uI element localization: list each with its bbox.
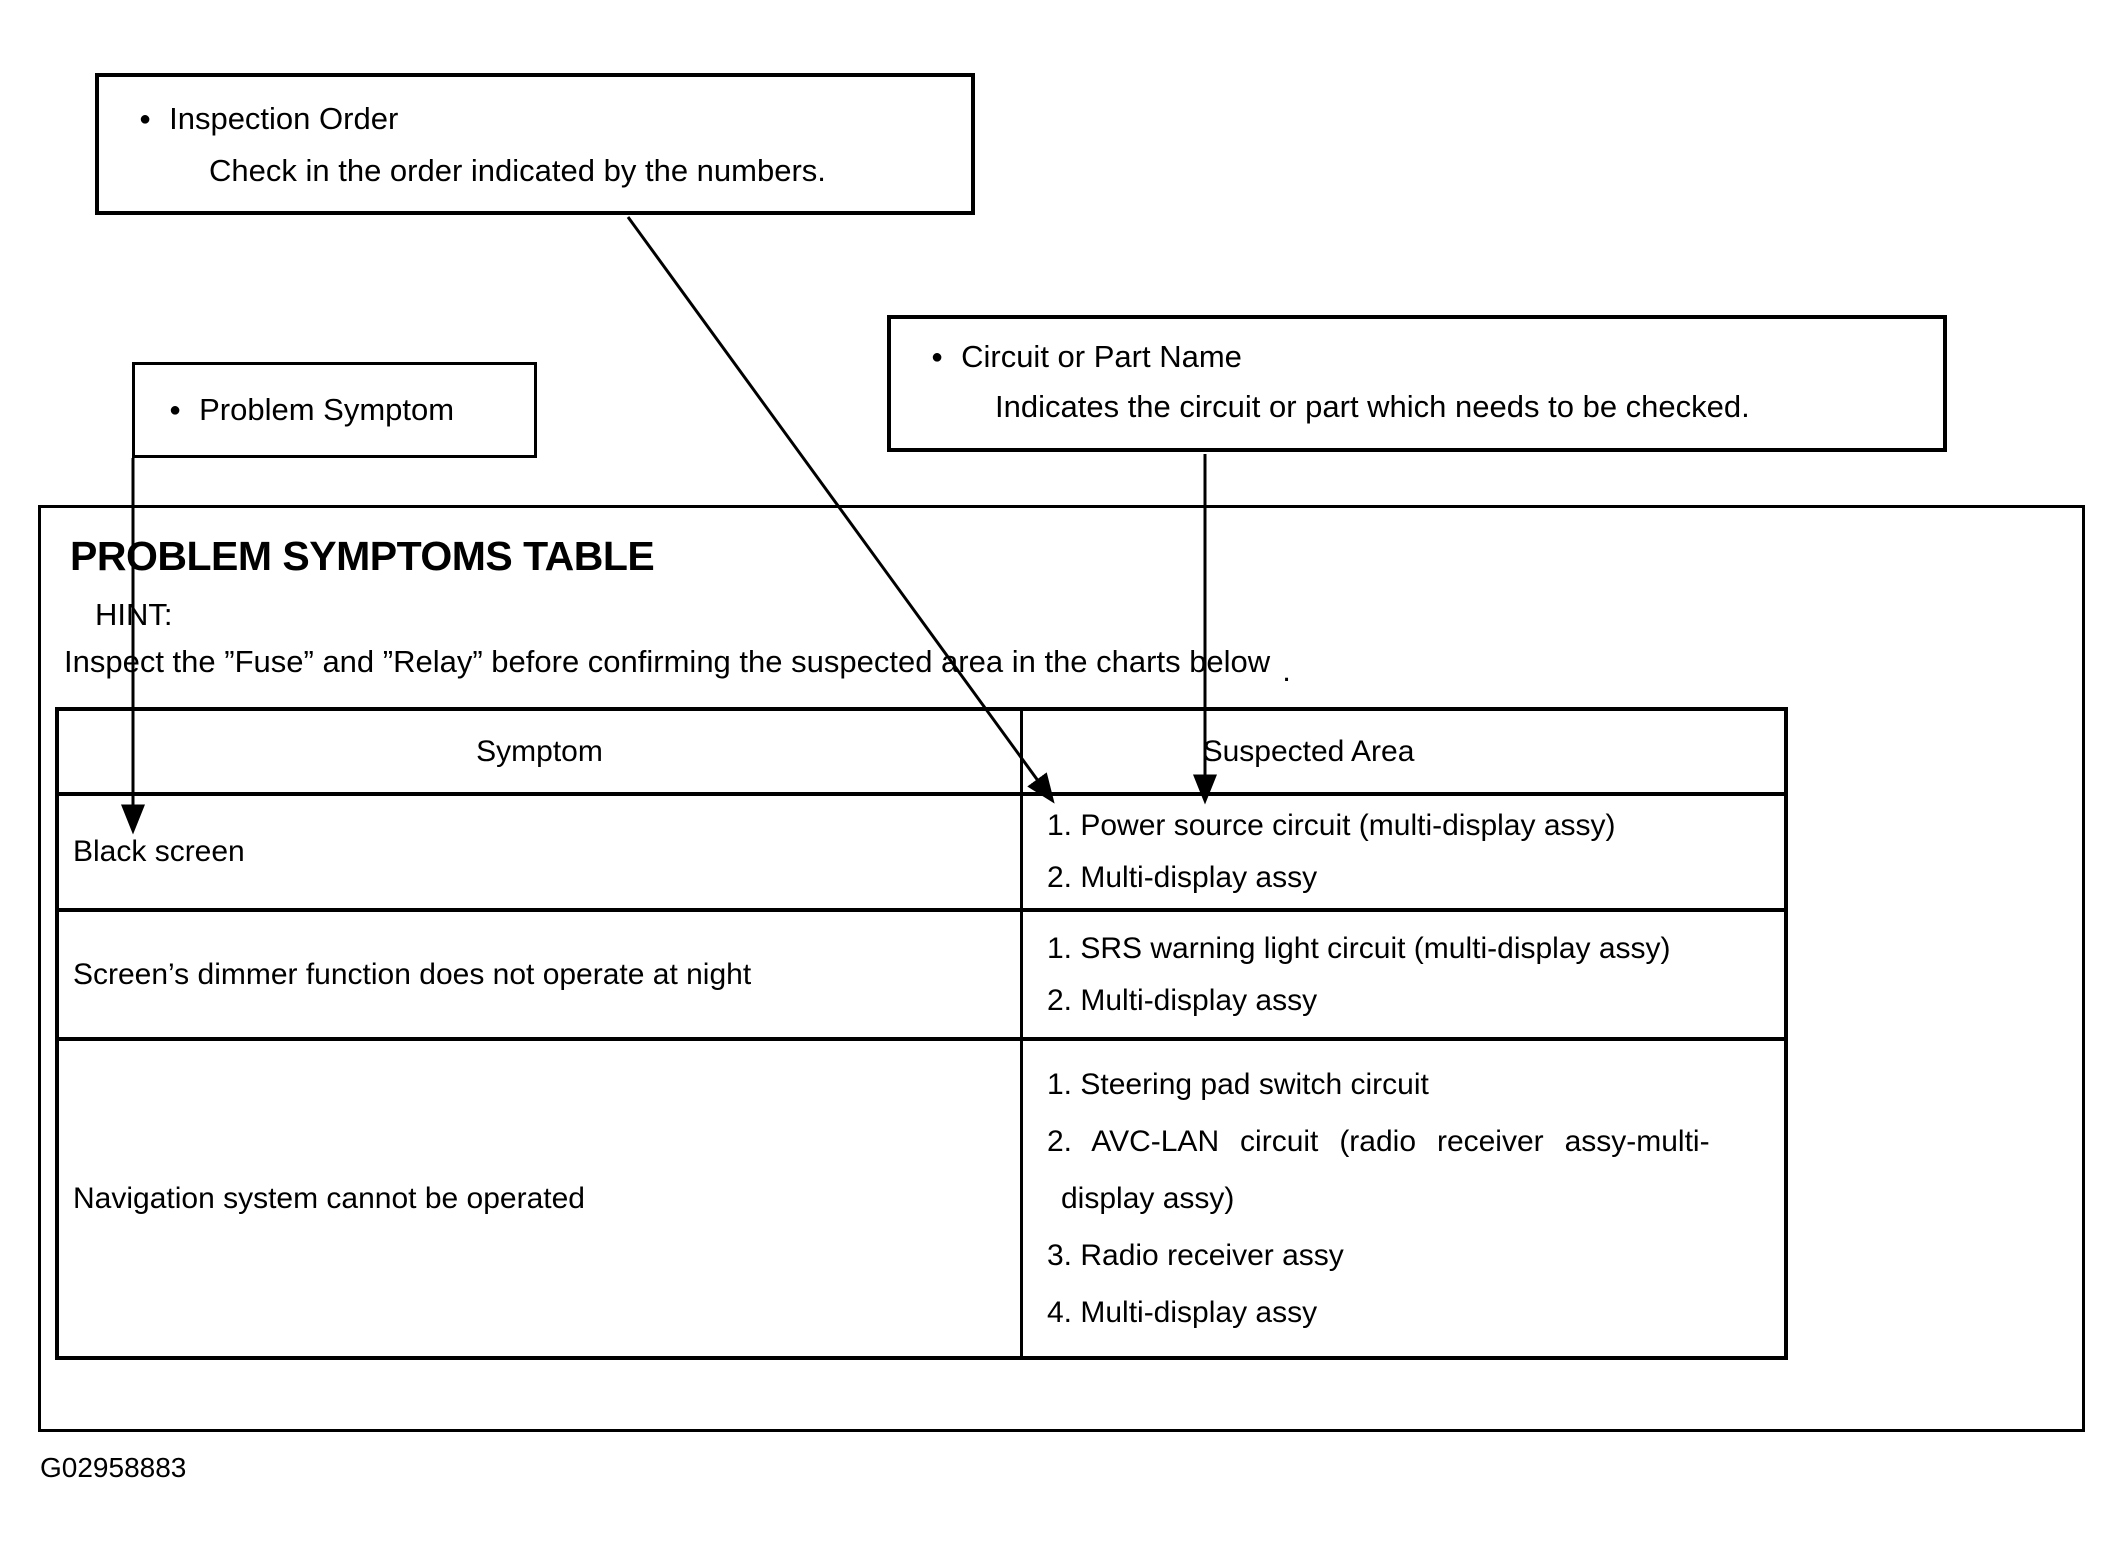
suspected-item: 1. Steering pad switch circuit bbox=[1047, 1068, 1429, 1101]
circuit-title-line: ● Circuit or Part Name bbox=[931, 337, 1943, 377]
suspected-item: 1. SRS warning light circuit (multi-disp… bbox=[1047, 931, 1671, 965]
suspected-item: 2. Multi-display assy bbox=[1047, 983, 1318, 1017]
hint-sentence: Inspect the ”Fuse” and ”Relay” before co… bbox=[64, 644, 1271, 679]
figure-id: G02958883 bbox=[40, 1452, 187, 1483]
problem-symptom-title: Problem Symptom bbox=[199, 392, 455, 427]
inspection-order-title-line: ● Inspection Order bbox=[139, 99, 971, 139]
circuit-title: Circuit or Part Name bbox=[961, 339, 1242, 374]
symptom-cell: Screen’s dimmer function does not operat… bbox=[59, 912, 1023, 1037]
inspection-order-callout: ● Inspection Order Check in the order ind… bbox=[95, 73, 975, 215]
suspected-item: 4. Multi-display assy bbox=[1047, 1296, 1318, 1329]
hint-text: Inspect the ”Fuse” and ”Relay” before co… bbox=[64, 644, 1291, 688]
hint-period: . bbox=[1282, 653, 1291, 688]
symptom-column-header: Symptom bbox=[476, 734, 603, 768]
problem-symptom-title-line: ● Problem Symptom bbox=[169, 390, 454, 430]
suspected-item-continuation: display assy) bbox=[1061, 1182, 1235, 1215]
table-row: Navigation system cannot be operated 1. … bbox=[59, 1041, 1784, 1356]
suspected-area-cell: 1. Steering pad switch circuit 2. AVC-LA… bbox=[1023, 1041, 1784, 1356]
header-cell-suspected-area: Suspected Area bbox=[1023, 711, 1784, 792]
symptoms-table: Symptom Suspected Area Black screen 1. P… bbox=[55, 707, 1788, 1360]
symptom-text: Black screen bbox=[73, 835, 245, 868]
page-title: PROBLEM SYMPTOMS TABLE bbox=[70, 533, 655, 579]
problem-symptoms-panel bbox=[38, 505, 2085, 1432]
suspected-area-column-header: Suspected Area bbox=[1202, 734, 1415, 768]
problem-symptom-callout: ● Problem Symptom bbox=[132, 362, 537, 458]
symptom-cell: Black screen bbox=[59, 796, 1023, 908]
suspected-item: 2. Multi-display assy bbox=[1047, 861, 1318, 894]
suspected-item: 2. AVC-LAN circuit (radio receiver assy-… bbox=[1047, 1125, 1710, 1158]
table-header-row: Symptom Suspected Area bbox=[59, 711, 1784, 796]
bullet-icon: ● bbox=[139, 108, 152, 130]
symptom-text: Navigation system cannot be operated bbox=[73, 1181, 585, 1215]
header-cell-symptom: Symptom bbox=[59, 711, 1023, 792]
symptom-text: Screen’s dimmer function does not operat… bbox=[73, 957, 752, 991]
inspection-order-body: Check in the order indicated by the numb… bbox=[209, 153, 826, 188]
suspected-item: 1. Power source circuit (multi-display a… bbox=[1047, 809, 1616, 842]
table-row: Screen’s dimmer function does not operat… bbox=[59, 912, 1784, 1041]
table-row: Black screen 1. Power source circuit (mu… bbox=[59, 796, 1784, 912]
suspected-area-cell: 1. SRS warning light circuit (multi-disp… bbox=[1023, 912, 1784, 1037]
hint-label: HINT: bbox=[95, 597, 173, 632]
suspected-area-cell: 1. Power source circuit (multi-display a… bbox=[1023, 796, 1784, 908]
symptom-cell: Navigation system cannot be operated bbox=[59, 1041, 1023, 1356]
suspected-item: 3. Radio receiver assy bbox=[1047, 1239, 1344, 1272]
bullet-icon: ● bbox=[931, 346, 944, 368]
circuit-body: Indicates the circuit or part which need… bbox=[995, 389, 1750, 424]
inspection-order-title: Inspection Order bbox=[169, 101, 399, 136]
bullet-icon: ● bbox=[169, 399, 182, 421]
circuit-or-part-name-callout: ● Circuit or Part Name Indicates the circ… bbox=[887, 315, 1947, 452]
